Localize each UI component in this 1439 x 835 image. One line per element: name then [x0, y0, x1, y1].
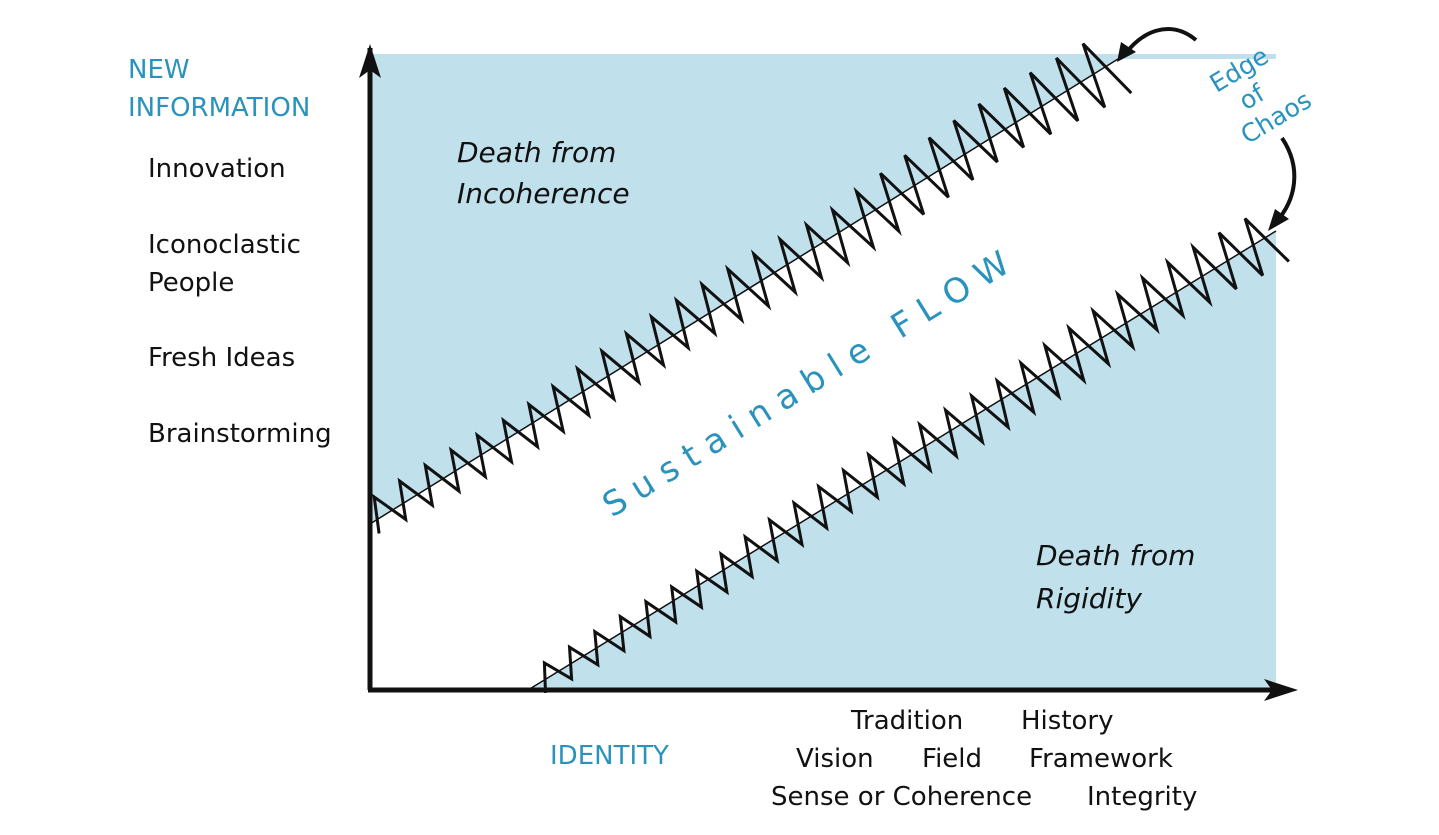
x-item-field: Field [922, 744, 982, 774]
x-item-tradition: Tradition [850, 706, 963, 736]
edge-arrow-top-head [1117, 42, 1136, 62]
y-axis-arrowhead [359, 44, 381, 78]
y-axis-title-line-1: NEW [128, 55, 190, 85]
edge-arrow-bottom [1274, 136, 1297, 224]
x-item-framework: Framework [1029, 744, 1173, 774]
lower-region-label-2: Rigidity [1036, 582, 1142, 615]
lower-region-label-1: Death from [1036, 539, 1195, 572]
lower-zigzag-edge [542, 217, 1290, 693]
y-axis-title-line-2: INFORMATION [128, 93, 310, 123]
x-axis-title: IDENTITY [550, 741, 669, 771]
sustainable-flow-band [370, 59, 1276, 690]
edge-arrow-bottom-head [1268, 209, 1289, 231]
x-item-integrity: Integrity [1087, 782, 1197, 812]
y-item-innovation: Innovation [148, 154, 286, 184]
y-item-fresh-ideas: Fresh Ideas [148, 343, 295, 373]
upper-zigzag-edge [372, 42, 1133, 534]
x-item-sense-or-coherence: Sense or Coherence [771, 782, 1032, 812]
x-axis-arrowhead [1264, 679, 1298, 701]
y-item-people: People [148, 268, 234, 298]
x-item-history: History [1021, 706, 1114, 736]
upper-region-label-2: Incoherence [457, 177, 630, 210]
upper-boundary-line [369, 58, 1119, 525]
y-item-brainstorming: Brainstorming [148, 419, 332, 449]
upper-region-label-1: Death from [457, 136, 616, 169]
x-item-vision: Vision [796, 744, 874, 774]
y-item-iconoclastic: Iconoclastic [148, 230, 301, 260]
